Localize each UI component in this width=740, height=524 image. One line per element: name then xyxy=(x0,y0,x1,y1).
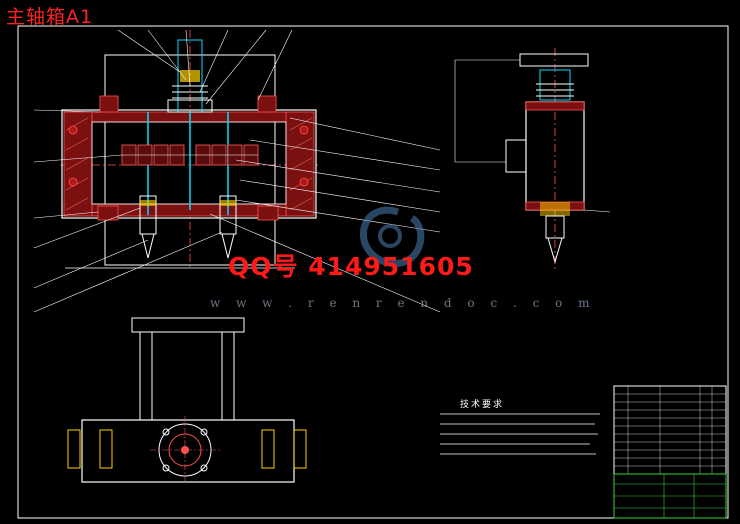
flange-left-bottom xyxy=(97,205,119,221)
bottom-side-bolts xyxy=(67,429,307,469)
bottom-bolt-holes xyxy=(162,428,208,472)
leader-lines-left xyxy=(33,109,223,313)
flange-right-top xyxy=(257,95,277,113)
watermark-logo xyxy=(359,206,425,267)
parts-list-rows xyxy=(614,386,726,475)
right-nose-bearing xyxy=(220,200,236,206)
qq-contact-watermark: QQ号 414951605 xyxy=(228,252,474,281)
drawing-title: 主轴箱A1 xyxy=(6,6,94,28)
side-motor-adapter xyxy=(539,69,571,101)
leader-lines-top xyxy=(117,29,293,105)
tech-requirements-lines xyxy=(440,413,600,455)
side-spring xyxy=(536,83,574,97)
inner-cavity xyxy=(91,121,287,205)
outline-envelope xyxy=(104,54,276,266)
tech-requirements-title: 技术要求 xyxy=(460,400,505,410)
drawing-frame xyxy=(17,25,729,519)
bottom-right-column xyxy=(221,331,235,421)
left-tool-tip xyxy=(141,233,155,259)
section-hatching xyxy=(65,117,313,211)
housing-bolts xyxy=(68,125,309,187)
side-leader xyxy=(583,209,611,213)
main-section-view xyxy=(33,29,441,313)
watermark-url: w w w . r e n r e n d o c . c o m xyxy=(210,296,596,310)
flange-left-top xyxy=(99,95,119,113)
side-tool-tip xyxy=(547,237,563,264)
housing-left-wall xyxy=(63,111,93,217)
side-housing-top xyxy=(525,101,585,111)
side-bearing xyxy=(540,202,570,216)
watermark-ring xyxy=(378,224,402,248)
bottom-left-column xyxy=(139,331,153,421)
title-block xyxy=(613,385,727,519)
bottom-top-plate xyxy=(131,317,245,333)
housing-right-wall xyxy=(285,111,315,217)
title-block-grid xyxy=(614,474,726,518)
left-nose-bearing xyxy=(140,200,156,206)
housing-outline xyxy=(61,109,317,219)
bottom-view xyxy=(67,317,307,484)
right-tool-tip xyxy=(221,233,235,259)
side-top-cap xyxy=(519,53,589,67)
housing-top-wall xyxy=(63,111,315,123)
watermark-swirl xyxy=(359,206,425,267)
flange-right-bottom xyxy=(257,205,279,221)
side-boss xyxy=(505,139,527,173)
side-view xyxy=(454,48,611,270)
leader-lines-right xyxy=(209,117,441,313)
parts-list-frame xyxy=(613,385,727,519)
